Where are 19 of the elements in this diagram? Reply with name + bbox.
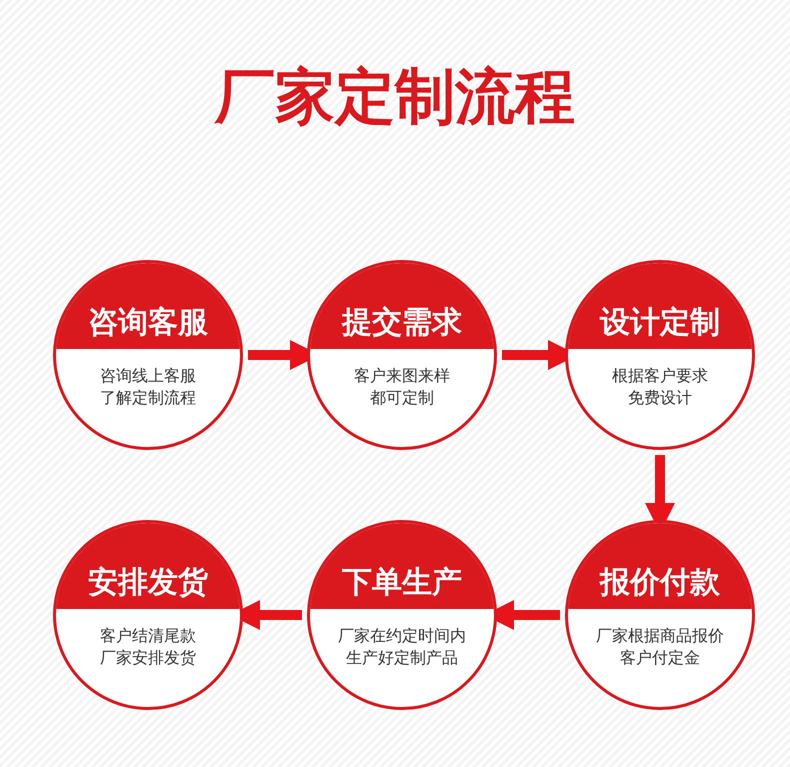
step-heading: 安排发货 (87, 564, 209, 602)
step-heading: 报价付款 (598, 564, 721, 602)
process-circle (565, 260, 755, 450)
title: 厂家定制流程 (213, 62, 576, 132)
step-description: 根据客户要求免费设计 (611, 365, 709, 409)
step-heading: 提交需求 (340, 304, 463, 342)
process-circle (53, 260, 243, 450)
step-description: 客户来图来样都可定制 (353, 365, 451, 409)
step-heading: 下单生产 (341, 564, 463, 602)
process-circle (565, 520, 755, 710)
step-description: 厂家根据商品报价客户付定金 (595, 625, 725, 669)
process-circle (307, 260, 497, 450)
step-heading: 咨询客服 (87, 304, 209, 342)
step-description: 咨询线上客服了解定制流程 (99, 365, 197, 409)
process-circle (53, 520, 243, 710)
step-description: 厂家在约定时间内生产好定制产品 (337, 625, 467, 669)
step-heading: 设计定制 (598, 304, 721, 342)
process-circle (307, 520, 497, 710)
step-description: 客户结清尾款厂家安排发货 (99, 625, 197, 669)
